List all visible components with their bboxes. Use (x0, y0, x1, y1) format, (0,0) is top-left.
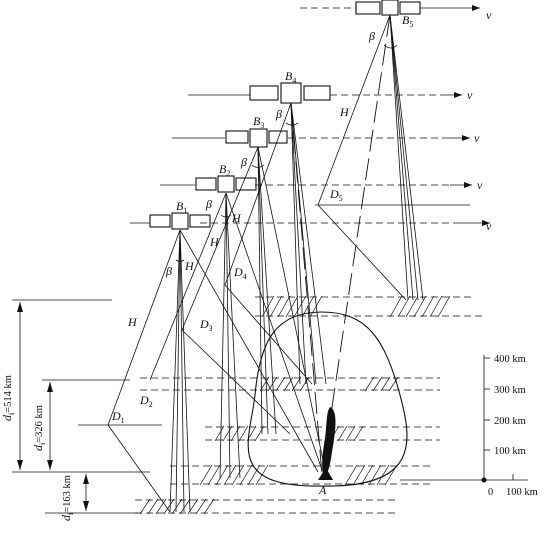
offset-dimensions (17, 302, 89, 511)
velocity-label-b4: v (467, 88, 473, 102)
offset-label-514: di=514 km (0, 375, 16, 421)
beta-arc-b4 (285, 122, 299, 126)
beam-b4 (224, 102, 327, 385)
line-of-sight-b4 (290, 102, 323, 476)
satellite-b3 (225, 128, 288, 148)
satellite-b1 (149, 212, 211, 230)
velocity-label-b1: v (486, 219, 492, 233)
scale-label-100-h: 100 km (506, 487, 538, 498)
distance-label-d3: D3 (199, 317, 213, 333)
height-label-b2: H (209, 235, 220, 249)
beta-label-b3: β (240, 155, 247, 169)
ground-track-marker (322, 407, 336, 478)
labels: v v v v v B1 B2 B3 B4 B5 β β β β β H H H… (0, 8, 538, 521)
satellite-b4 (249, 82, 331, 104)
orbit-lines (12, 5, 490, 514)
scale-label-0: 0 (488, 487, 493, 498)
scale-label-100: 100 km (494, 446, 526, 457)
offset-label-326: di=326 km (31, 405, 47, 451)
beta-label-b4: β (275, 107, 282, 121)
satellite-b2 (195, 175, 257, 193)
scale-label-300: 300 km (494, 385, 526, 396)
satellites (149, 0, 421, 230)
height-label-b1-inner: H (184, 259, 195, 273)
beam-b3 (181, 146, 326, 471)
beta-label-b2: β (205, 197, 212, 211)
target-a-icon (318, 468, 333, 480)
beta-label-b1: β (165, 264, 172, 278)
beta-arc-b2 (220, 214, 232, 218)
velocity-label-b5: v (486, 8, 492, 22)
height-label-b1: H (127, 315, 138, 329)
satellite-b5 (355, 0, 421, 16)
scale-label-400: 400 km (494, 354, 526, 365)
satellite-label-b1: B1 (176, 199, 187, 215)
distance-label-d1: D1 (111, 409, 125, 425)
ground-layers (135, 295, 485, 515)
view-beams (107, 14, 424, 513)
coverage-contour (247, 311, 408, 487)
satellite-label-b4: B4 (285, 69, 296, 85)
height-label-b5: H (339, 105, 350, 119)
velocity-label-b2: v (477, 178, 483, 192)
ground-layer-1 (135, 498, 395, 515)
beam-b2 (149, 192, 323, 479)
scale-bar (400, 355, 528, 483)
angle-arcs (175, 44, 398, 262)
offset-label-163: di=163 km (59, 475, 75, 521)
beta-label-b5: β (368, 29, 375, 43)
ground-layer-3 (205, 425, 440, 442)
velocity-label-b3: v (474, 131, 480, 145)
height-label-b3: H (231, 211, 242, 225)
beta-arc-b1 (175, 259, 185, 262)
distance-label-d2: D2 (139, 393, 153, 409)
distance-label-d5: D5 (329, 187, 343, 203)
satellite-label-b3: B3 (253, 114, 264, 130)
scale-label-200: 200 km (494, 416, 526, 427)
satellite-label-b2: B2 (219, 162, 230, 178)
ground-layer-2 (170, 464, 430, 486)
satellite-label-b5: B5 (402, 13, 413, 29)
beta-arc-b3 (251, 164, 265, 168)
line-of-sight-b5 (321, 14, 391, 476)
beta-arc-b5 (383, 44, 398, 49)
beam-b5 (317, 14, 424, 301)
distance-label-d4: D4 (233, 265, 247, 281)
target-label-a: A (318, 483, 327, 497)
beam-b1 (107, 229, 319, 513)
